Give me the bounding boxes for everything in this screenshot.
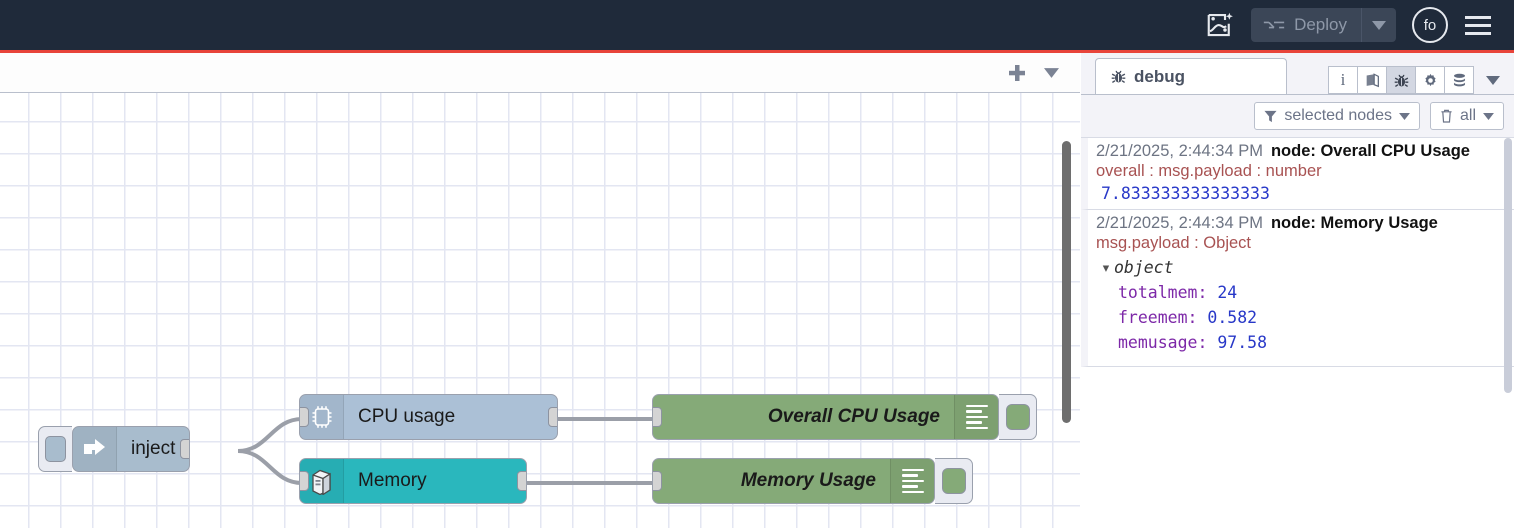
- tab-debug[interactable]: debug: [1095, 58, 1287, 94]
- sidebar-tool-buttons: i: [1328, 66, 1514, 94]
- header-accent-rule: [0, 50, 1514, 53]
- help-book-icon[interactable]: [1357, 66, 1387, 94]
- debug-message[interactable]: 2/21/2025, 2:44:34 PM node: Overall CPU U…: [1081, 138, 1514, 210]
- node-overall-cpu-usage[interactable]: Overall CPU Usage: [652, 394, 1037, 440]
- debug-lines-icon: [890, 459, 934, 503]
- tab-debug-label: debug: [1134, 66, 1185, 86]
- debug-message-timestamp: 2/21/2025, 2:44:34 PM: [1096, 214, 1263, 232]
- config-gear-icon[interactable]: [1415, 66, 1445, 94]
- debug-message-value: 7.833333333333333: [1101, 184, 1270, 203]
- debug-property-value: 24: [1217, 283, 1238, 302]
- node-overall-cpu-usage-label: Overall CPU Usage: [767, 406, 940, 427]
- chevron-down-icon: [1399, 112, 1410, 120]
- app-header: Deploy fo: [0, 0, 1514, 50]
- debug-object-property: freemem: 0.582: [1096, 308, 1506, 327]
- debug-property-value: 0.582: [1207, 308, 1258, 327]
- debug-property-key: memusage: [1118, 333, 1198, 352]
- chevron-down-icon: [1043, 67, 1059, 78]
- debug-property-colon: :: [1187, 308, 1198, 327]
- debug-message-node: node: Memory Usage: [1270, 214, 1438, 232]
- context-database-icon[interactable]: [1444, 66, 1474, 94]
- debug-list-scrollbar[interactable]: [1504, 138, 1512, 393]
- debug-clear-label: all: [1459, 107, 1476, 124]
- node-memory-usage-enable-button[interactable]: [935, 458, 973, 504]
- inject-arrow-icon: [73, 427, 117, 471]
- deploy-icon: [1263, 21, 1285, 29]
- node-inject-output-port[interactable]: [180, 439, 190, 459]
- debug-message-topic: msg.payload : Object: [1096, 234, 1251, 252]
- chevron-down-icon: [1486, 75, 1500, 85]
- debug-object-property: memusage: 97.58: [1096, 333, 1506, 352]
- debug-message-list[interactable]: 2/21/2025, 2:44:34 PM node: Overall CPU U…: [1081, 137, 1514, 528]
- debug-message-header: 2/21/2025, 2:44:34 PM node: Overall CPU U…: [1096, 142, 1506, 161]
- node-memory-output-port[interactable]: [517, 471, 526, 491]
- debug-filter-row: selected nodes all: [1081, 95, 1514, 137]
- debug-object-label: object: [1113, 258, 1174, 277]
- node-overall-cpu-usage-enable-button[interactable]: [999, 394, 1037, 440]
- debug-scope-filter-button[interactable]: selected nodes: [1254, 102, 1420, 130]
- debug-bug-icon[interactable]: [1386, 66, 1416, 94]
- deploy-button-main[interactable]: Deploy: [1251, 8, 1362, 42]
- debug-clear-button[interactable]: all: [1429, 102, 1504, 130]
- node-memory-usage-input-port[interactable]: [653, 471, 662, 491]
- plus-icon: [1009, 64, 1025, 81]
- deploy-button[interactable]: Deploy: [1251, 8, 1396, 42]
- node-cpu-usage-input-port[interactable]: [300, 407, 309, 427]
- debug-property-key: freemem: [1118, 308, 1188, 327]
- node-inject[interactable]: inject: [38, 426, 191, 472]
- sidebar-tab-row: debug i: [1081, 53, 1514, 95]
- node-overall-cpu-usage-input-port[interactable]: [653, 407, 662, 427]
- bug-icon: [1111, 70, 1126, 84]
- info-icon[interactable]: i: [1328, 66, 1358, 94]
- node-memory-input-port[interactable]: [300, 471, 309, 491]
- debug-object-expander[interactable]: ▾object: [1096, 258, 1506, 277]
- debug-property-colon: :: [1197, 333, 1208, 352]
- inject-trigger-button[interactable]: [38, 426, 72, 472]
- avatar-initials: fo: [1423, 16, 1437, 34]
- sidebar-more-caret[interactable]: [1480, 66, 1506, 94]
- debug-scope-filter-label: selected nodes: [1284, 107, 1392, 124]
- trash-icon: [1441, 109, 1452, 123]
- debug-object-property: totalmem: 24: [1096, 283, 1506, 302]
- node-memory-label: Memory: [358, 470, 427, 491]
- node-memory-usage[interactable]: Memory Usage: [652, 458, 973, 504]
- debug-message-timestamp: 2/21/2025, 2:44:34 PM: [1096, 142, 1263, 160]
- flow-tab-bar: [0, 53, 1080, 93]
- deploy-label: Deploy: [1294, 15, 1347, 34]
- node-memory-usage-label: Memory Usage: [740, 470, 876, 491]
- debug-property-colon: :: [1197, 283, 1208, 302]
- node-memory[interactable]: Memory: [299, 458, 527, 504]
- flow-workspace: inject CPU usage: [0, 53, 1080, 528]
- debug-message-topic: overall : msg.payload : number: [1096, 162, 1322, 180]
- debug-lines-icon: [954, 395, 998, 439]
- filter-funnel-icon: [1264, 110, 1277, 122]
- deploy-dropdown-caret[interactable]: [1362, 8, 1396, 42]
- debug-message-node: node: Overall CPU Usage: [1270, 142, 1470, 160]
- debug-property-value: 97.58: [1217, 333, 1268, 352]
- add-flow-tab-button[interactable]: [1000, 57, 1034, 89]
- user-avatar[interactable]: fo: [1412, 7, 1448, 43]
- sidebar-panel: debug i: [1081, 53, 1514, 528]
- chevron-down-icon: [1483, 112, 1494, 120]
- hamburger-menu-icon[interactable]: [1456, 5, 1500, 45]
- node-cpu-usage-label: CPU usage: [358, 406, 456, 427]
- node-cpu-usage-output-port[interactable]: [548, 407, 557, 427]
- flow-tab-menu-button[interactable]: [1034, 57, 1068, 89]
- flow-sparkle-icon[interactable]: [1199, 5, 1241, 45]
- node-inject-label: inject: [131, 438, 176, 459]
- node-cpu-usage[interactable]: CPU usage: [299, 394, 558, 440]
- caret-down-icon: ▾: [1101, 258, 1111, 277]
- flow-canvas[interactable]: inject CPU usage: [0, 93, 1080, 528]
- canvas-vertical-scrollbar[interactable]: [1062, 141, 1071, 423]
- debug-property-key: totalmem: [1118, 283, 1198, 302]
- debug-message-header: 2/21/2025, 2:44:34 PM node: Memory Usage: [1096, 214, 1506, 233]
